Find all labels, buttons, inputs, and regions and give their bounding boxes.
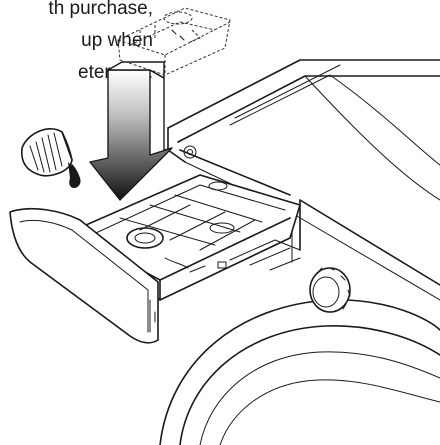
- control-knob-icon: [309, 267, 351, 313]
- dispenser-drawer-icon: [9, 174, 301, 344]
- caption-line-1: th purchase,: [48, 0, 153, 19]
- detergent-cup-icon: [117, 7, 231, 76]
- down-arrow-icon: [89, 61, 173, 201]
- washing-machine-door-icon: [159, 299, 440, 445]
- liquid-detergent-bottle-icon: [20, 128, 81, 188]
